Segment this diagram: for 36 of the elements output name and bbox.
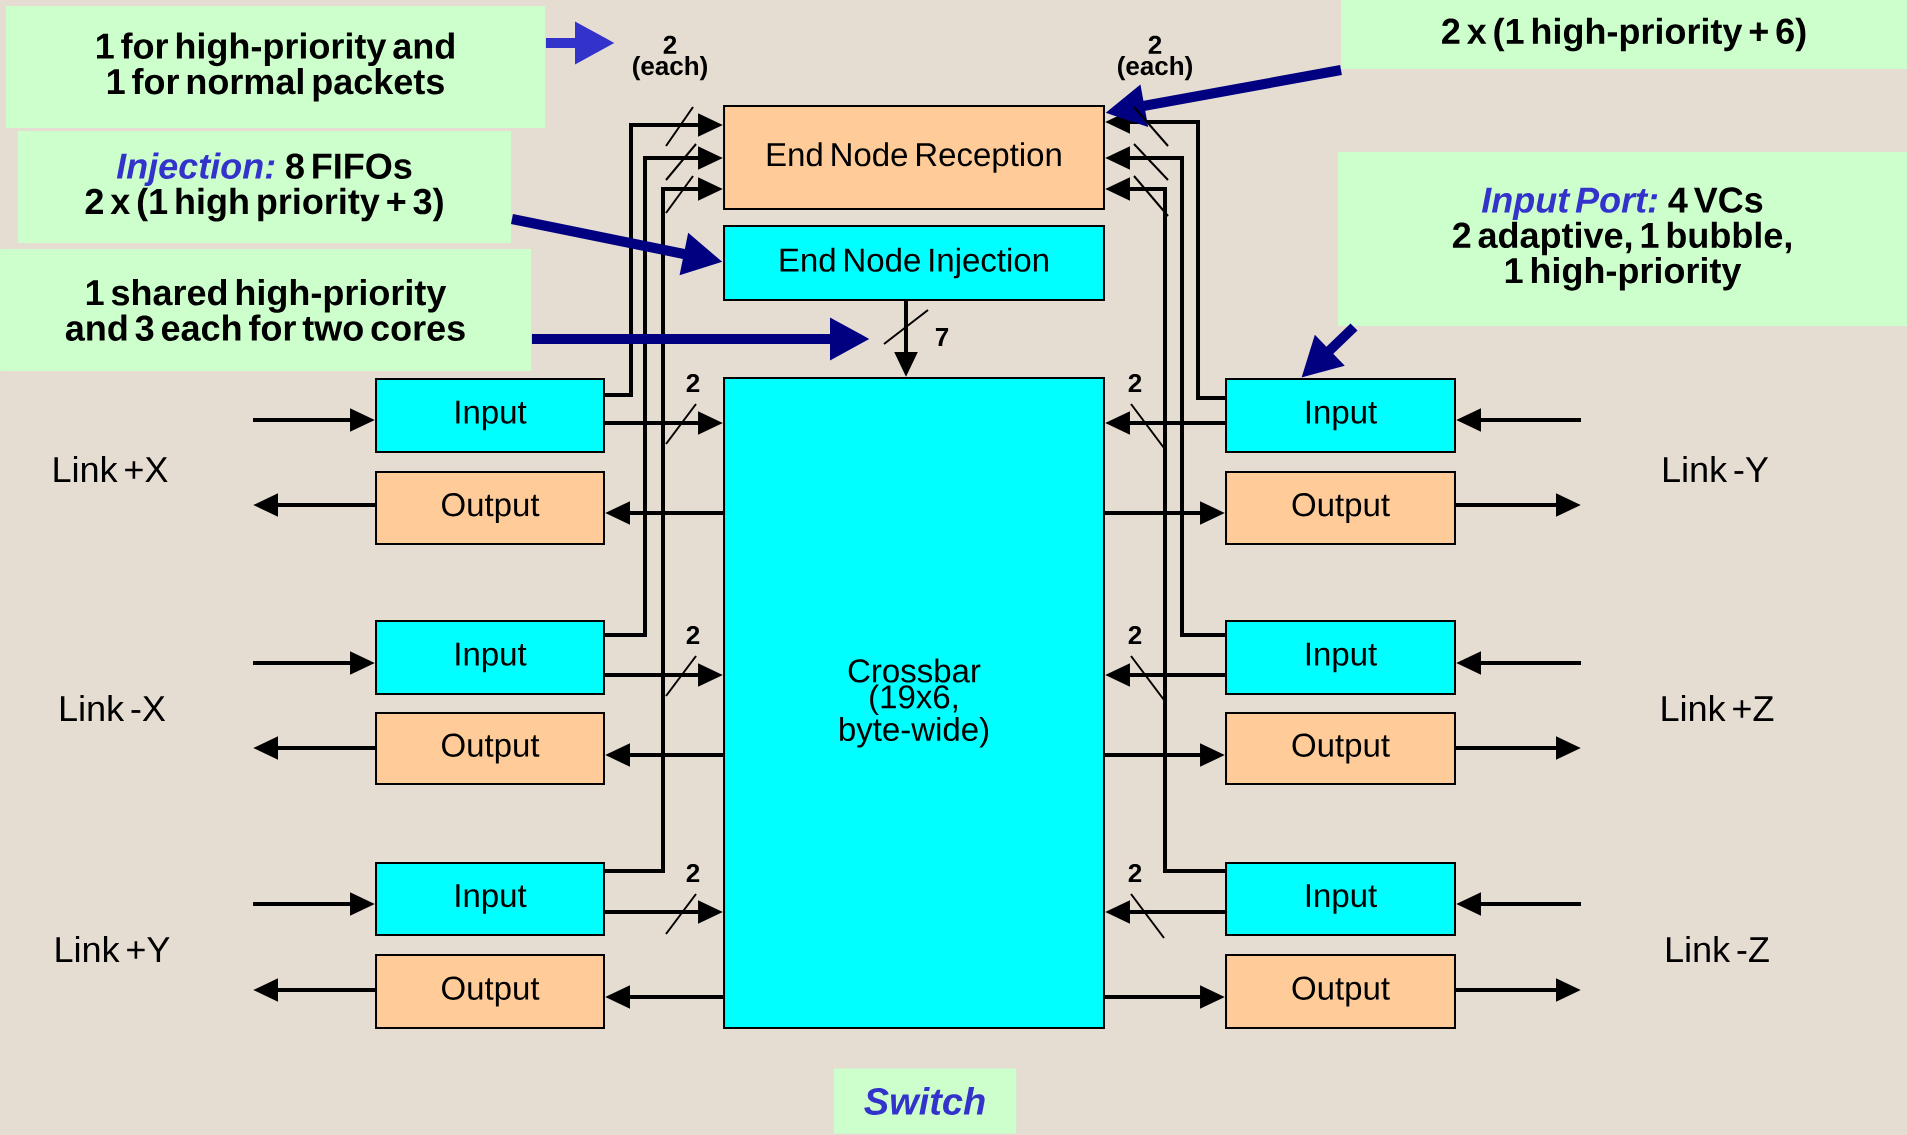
output-box: Output [1225, 712, 1456, 785]
callout-box: 1 shared high-priority and 3 each for two cores [0, 249, 531, 371]
callout-box: 1 for high-priority and 1 for normal packets [6, 6, 545, 128]
edge-label: 7 [935, 328, 949, 346]
bus-width-label: 2 (each) [1118, 35, 1192, 81]
edge-label: 2 [686, 863, 700, 883]
callout-box: Input Port: 4 VCs 2 adaptive, 1 bubble, 1 high-priority [1338, 152, 1907, 326]
callout-box: Injection: 8 FIFOs 2 x (1 high priority + 3) [18, 131, 511, 243]
injection-box: End Node Injection [723, 225, 1105, 301]
edge-label: 2 [1128, 373, 1142, 393]
edge-label: 2 [1128, 625, 1142, 645]
crossbar-box: Crossbar (19x6, byte-wide) [723, 377, 1105, 1029]
link-label: Link +X [54, 455, 168, 483]
edge-label: 2 [686, 625, 700, 645]
link-label: Link -X [61, 694, 166, 722]
output-box: Output [1225, 471, 1456, 545]
caption-box: Switch [833, 1068, 1017, 1134]
link-label: Link -Z [1667, 935, 1769, 963]
link-label: Link +Z [1662, 694, 1774, 722]
output-box: Output [375, 954, 605, 1029]
input-box: Input [1225, 620, 1456, 695]
callout-box: 2 x (1 high-priority + 6) [1341, 0, 1907, 69]
input-box: Input [1225, 862, 1456, 936]
link-label: Link +Y [56, 935, 170, 963]
input-box: Input [375, 378, 605, 453]
edge-label: 2 [686, 373, 700, 393]
edge-label: 2 [1128, 863, 1142, 883]
bus-width-label: 2 (each) [633, 35, 707, 81]
input-box: Input [1225, 378, 1456, 453]
input-box: Input [375, 620, 605, 695]
input-box: Input [375, 862, 605, 936]
link-label: Link -Y [1664, 455, 1769, 483]
reception-box: End Node Reception [723, 105, 1105, 210]
output-box: Output [375, 712, 605, 785]
output-box: Output [1225, 954, 1456, 1029]
output-box: Output [375, 471, 605, 545]
